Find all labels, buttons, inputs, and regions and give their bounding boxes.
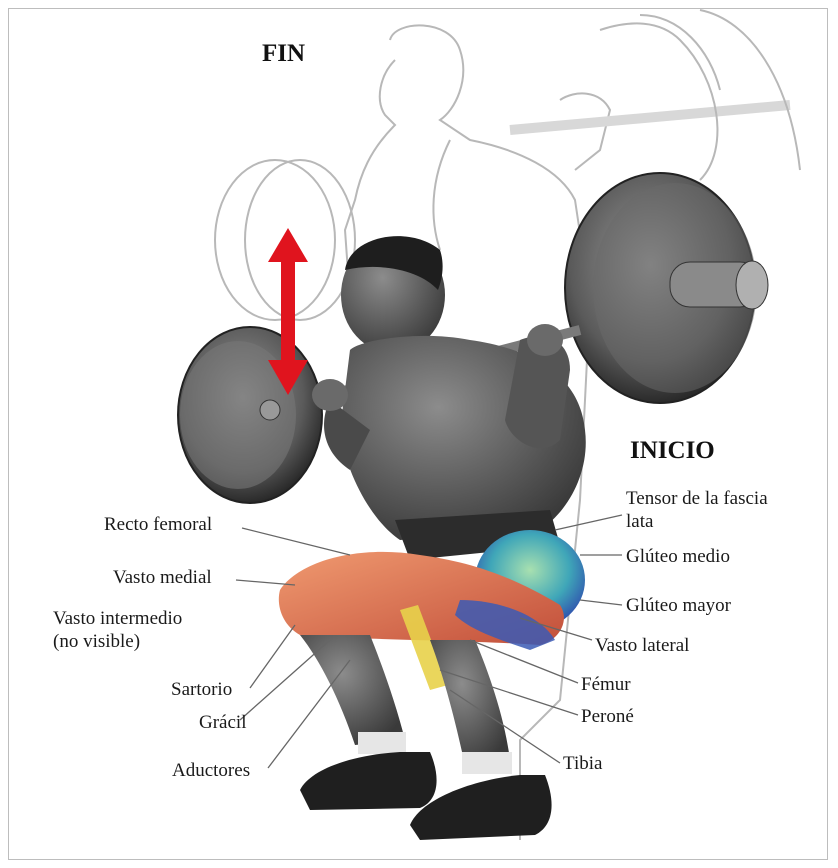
label-gluteo-mayor: Glúteo mayor bbox=[626, 594, 731, 617]
label-vasto-medial: Vasto medial bbox=[113, 566, 212, 589]
label-femur: Fémur bbox=[581, 673, 631, 696]
label-perone: Peroné bbox=[581, 705, 634, 728]
label-vasto-intermedio: Vasto intermedio (no visible) bbox=[53, 607, 182, 653]
label-gracil: Grácil bbox=[199, 711, 246, 734]
heading-start: INICIO bbox=[630, 437, 715, 465]
label-sartorio: Sartorio bbox=[171, 678, 232, 701]
heading-end: FIN bbox=[262, 40, 305, 68]
label-aductores: Aductores bbox=[172, 759, 250, 782]
label-gluteo-medio: Glúteo medio bbox=[626, 545, 730, 568]
label-tibia: Tibia bbox=[563, 752, 602, 775]
label-recto-femoral: Recto femoral bbox=[104, 513, 212, 536]
barbell-left-plate bbox=[178, 327, 322, 503]
label-vasto-lateral: Vasto lateral bbox=[595, 634, 689, 657]
barbell-right-plate bbox=[565, 173, 768, 403]
label-tensor-fascia-lata: Tensor de la fascia lata bbox=[626, 487, 768, 533]
